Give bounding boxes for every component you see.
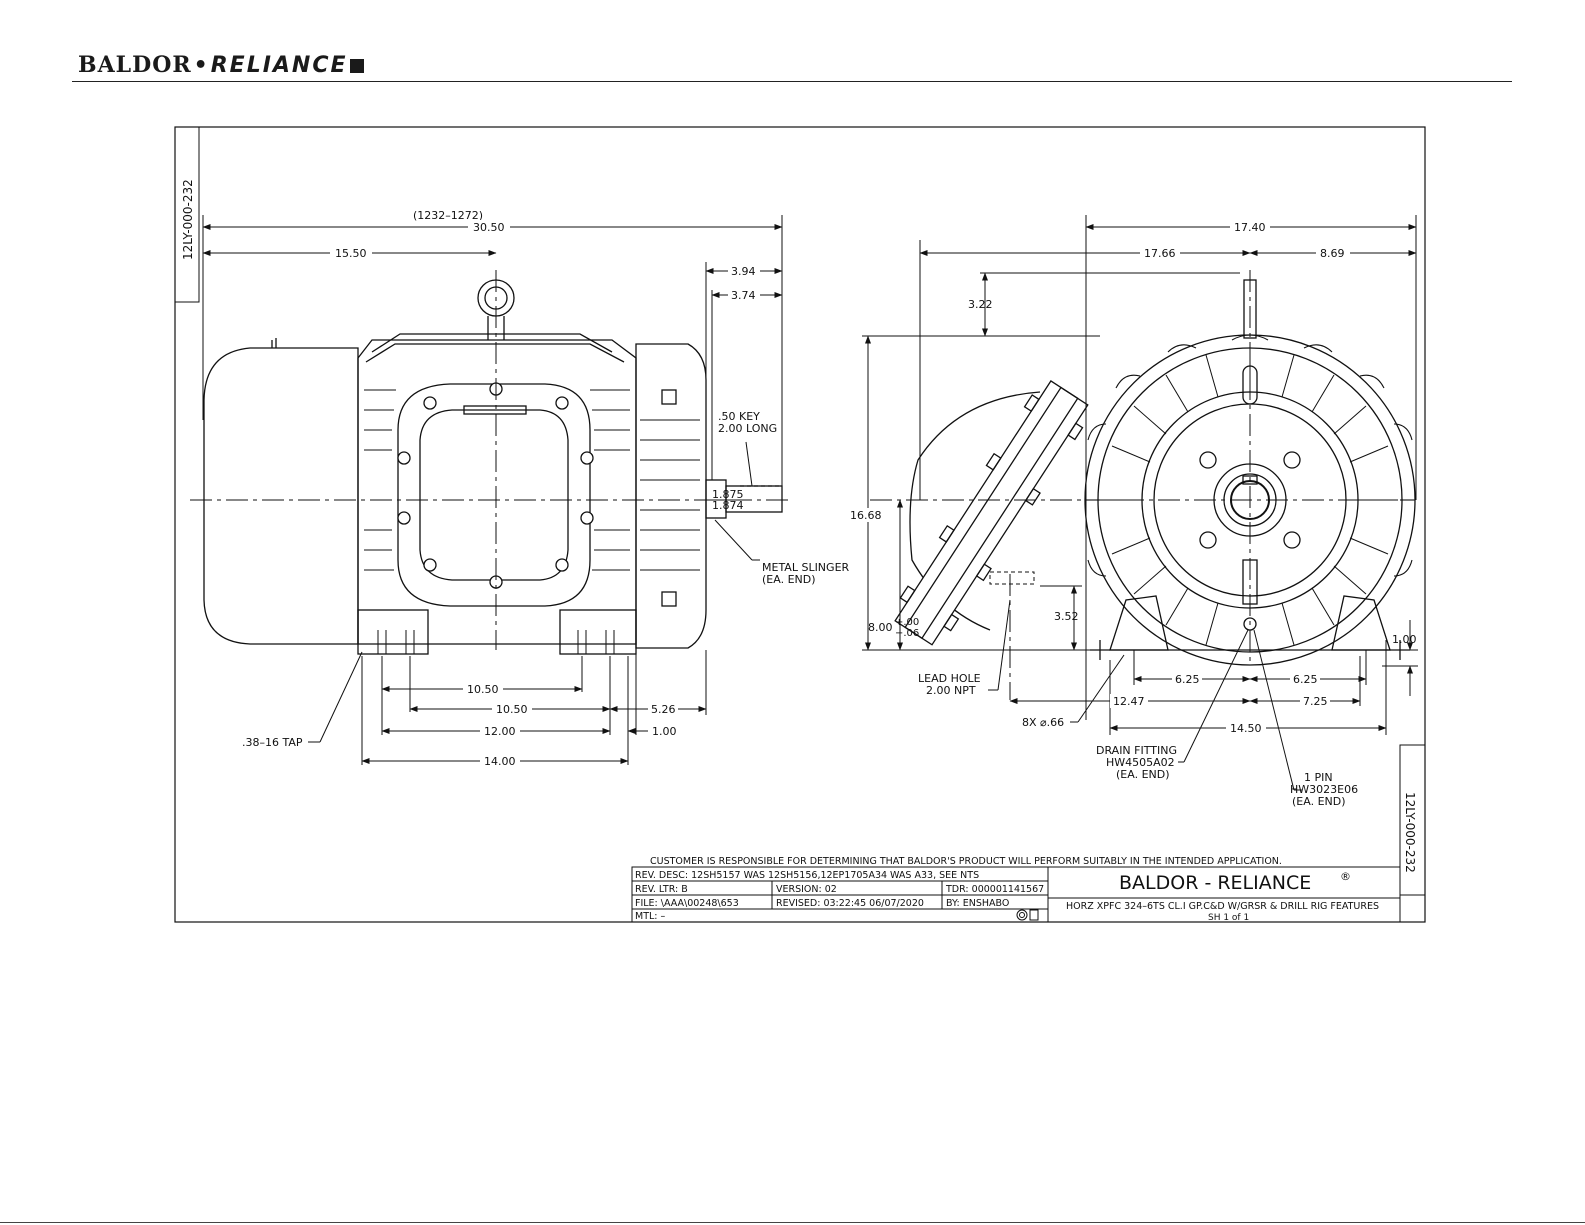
file-path: FILE: \AAA\00248\653 — [635, 898, 739, 909]
tap-label: .38–16 TAP — [242, 736, 303, 749]
title-block: CUSTOMER IS RESPONSIBLE FOR DETERMINING … — [631, 856, 1401, 923]
shaft-dia-max: 1.875 — [712, 488, 744, 501]
key-label-line2: 2.00 LONG — [718, 422, 777, 435]
rev-letter: REV. LTR: B — [635, 884, 688, 895]
shaft-dia-min: 1.874 — [712, 499, 744, 512]
tdr-number: TDR: 000001141567 — [945, 884, 1044, 895]
dim-10-50-a: 10.50 — [467, 683, 499, 696]
dim-16-68: 16.68 — [850, 509, 882, 522]
pin-label-line2: HW3023E06 — [1290, 783, 1358, 796]
dim-14-50: 14.50 — [1230, 722, 1262, 735]
dim-6-25-b: 6.25 — [1293, 673, 1318, 686]
dim-14-00: 14.00 — [484, 755, 516, 768]
dim-15-50: 15.50 — [335, 247, 367, 260]
slinger-label-line1: METAL SLINGER — [762, 561, 850, 574]
end-bolts — [1199, 451, 1301, 549]
dim-10-50-b: 10.50 — [496, 703, 528, 716]
conduit-box — [397, 383, 591, 607]
dim-30-50: 30.50 — [473, 221, 505, 234]
logo-baldor: BALDOR — [78, 52, 192, 78]
footer-rule — [0, 1222, 1585, 1223]
revised-date: REVISED: 03:22:45 06/07/2020 — [776, 898, 924, 909]
dim-12-00: 12.00 — [484, 725, 516, 738]
drain-label-line1: DRAIN FITTING — [1096, 744, 1177, 757]
lead-hole-line2: 2.00 NPT — [926, 684, 976, 697]
rev-desc: REV. DESC: 12SH5157 WAS 12SH5156,12EP170… — [635, 870, 979, 881]
company-name: BALDOR - RELIANCE — [1119, 872, 1311, 894]
drawing-id-right: 12LY-000-232 — [1403, 792, 1417, 873]
end-dimension-labels: 17.40 17.66 8.69 3.22 16.68 8.00 +.00 −.… — [848, 220, 1417, 808]
dim-8-69: 8.69 — [1320, 247, 1345, 260]
dim-17-66: 17.66 — [1144, 247, 1176, 260]
side-view — [203, 279, 783, 655]
radial-fins — [1102, 348, 1398, 646]
dim-8-00: 8.00 — [868, 621, 893, 634]
dim-3-22: 3.22 — [968, 298, 993, 311]
version: VERSION: 02 — [776, 884, 837, 895]
lead-hole-line1: LEAD HOLE — [918, 672, 981, 685]
dim-overall-range: (1232–1272) — [413, 209, 483, 222]
side-centerlines — [190, 270, 790, 650]
foot-right — [559, 609, 637, 655]
conduit-lid — [894, 380, 1089, 646]
slinger-label-line2: (EA. END) — [762, 573, 816, 586]
drawing-id-left: 12LY-000-232 — [181, 179, 195, 260]
sheet-number: SH 1 of 1 — [1208, 913, 1249, 923]
foot-left — [357, 609, 429, 655]
registered-mark: ® — [1340, 870, 1351, 883]
pin-label-line3: (EA. END) — [1292, 795, 1346, 808]
holes-label: 8X ⌀.66 — [1022, 716, 1064, 729]
drawing-id-box-right: 12LY-000-232 — [1399, 744, 1426, 896]
drain-label-line2: HW4505A02 — [1106, 756, 1175, 769]
dim-5-26: 5.26 — [651, 703, 676, 716]
dim-3-52: 3.52 — [1054, 610, 1079, 623]
end-view — [894, 279, 1416, 666]
logo-dot: • — [193, 53, 209, 78]
key-label-line1: .50 KEY — [718, 410, 760, 423]
dim-6-25-a: 6.25 — [1175, 673, 1200, 686]
brand-logo: BALDOR•RELIANCE — [78, 52, 364, 78]
drawing-description: HORZ XPFC 324–6TS CL.I GP.C&D W/GRSR & D… — [1066, 901, 1379, 912]
disclaimer-text: CUSTOMER IS RESPONSIBLE FOR DETERMINING … — [650, 856, 1282, 867]
dim-1-00-side: 1.00 — [652, 725, 677, 738]
drawing-id-box-left: 12LY-000-232 — [174, 126, 200, 303]
logo-reliance: RELIANCE — [210, 53, 348, 78]
fan-cover — [203, 347, 359, 645]
dim-17-40: 17.40 — [1234, 221, 1266, 234]
side-dimension-labels: (1232–1272) 30.50 15.50 3.94 3.74 .50 KE… — [242, 209, 850, 768]
dim-7-25: 7.25 — [1303, 695, 1328, 708]
tolerance-minus: −.06 — [895, 628, 919, 639]
drain-label-line3: (EA. END) — [1116, 768, 1170, 781]
dim-12-47: 12.47 — [1113, 695, 1145, 708]
pin-label-line1: 1 PIN — [1304, 771, 1333, 784]
material: MTL: – — [635, 911, 666, 922]
tolerance-plus: +.00 — [895, 617, 919, 628]
dim-1-00-end: 1.00 — [1392, 633, 1417, 646]
dim-3-94: 3.94 — [731, 265, 756, 278]
end-bell — [635, 343, 707, 649]
drawn-by: BY: ENSHABO — [946, 898, 1009, 909]
dim-3-74: 3.74 — [731, 289, 756, 302]
header-rule — [72, 81, 1512, 82]
logo-mark-icon — [349, 59, 364, 73]
end-centerlines — [870, 270, 1415, 700]
